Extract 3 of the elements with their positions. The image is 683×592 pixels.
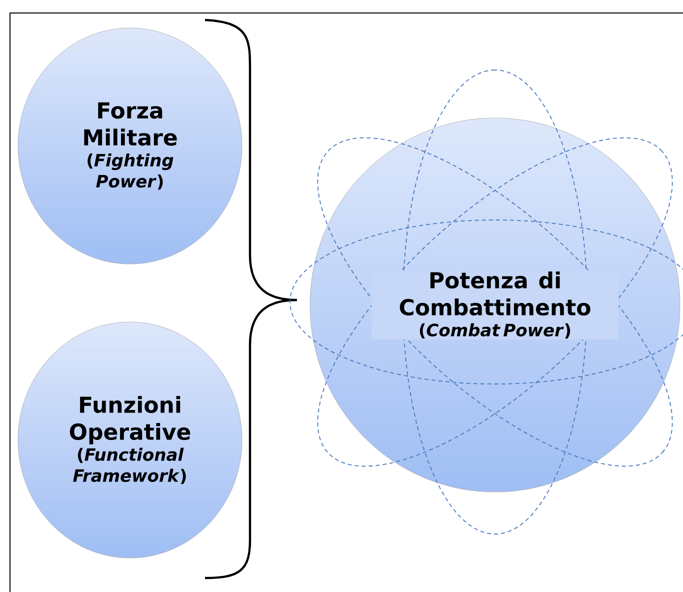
circle-label: Funzioni Operative (Functional Framework) <box>70 396 190 484</box>
circle-label: Potenza di Combattimento (Combat Power) <box>372 270 618 340</box>
circle-label: Forza Militare (Fighting Power) <box>84 102 177 190</box>
